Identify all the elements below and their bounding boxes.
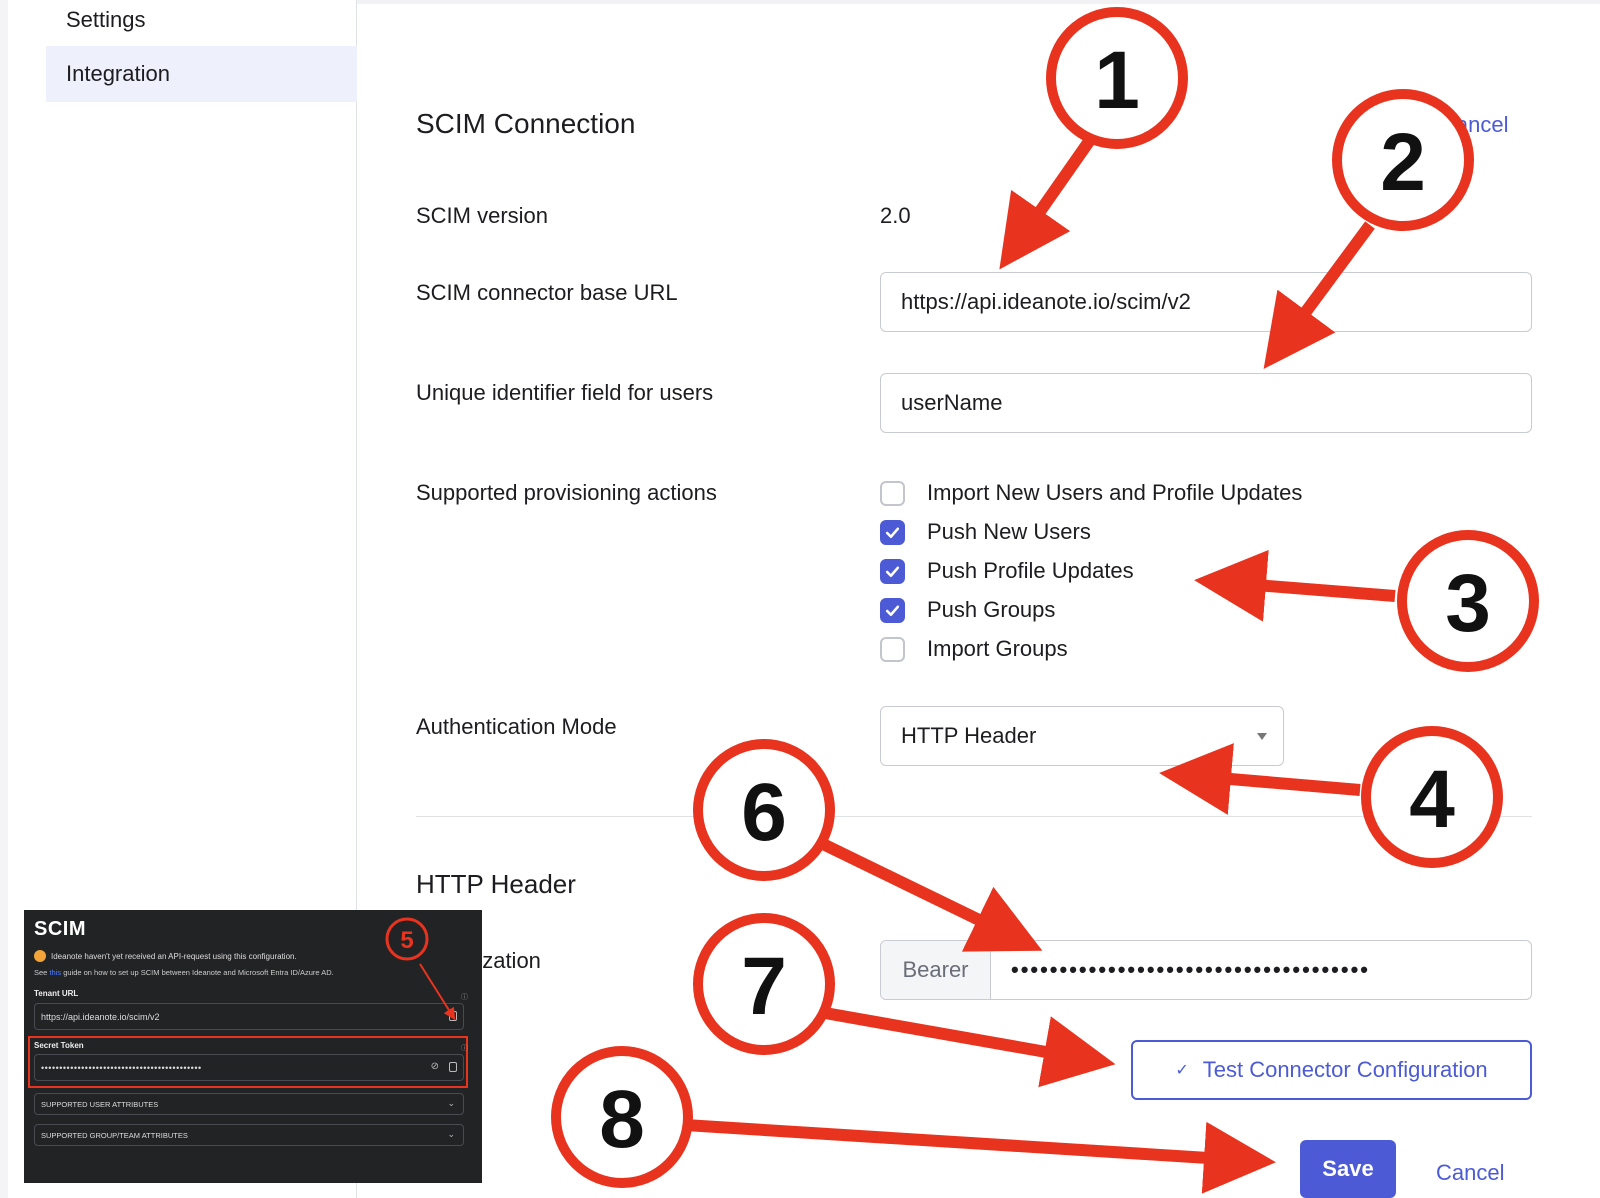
badge-number: 8: [599, 1074, 645, 1165]
badge-number: 3: [1445, 558, 1491, 649]
inset-secret-token-field[interactable]: ••••••••••••••••••••••••••••••••••••••••…: [34, 1054, 464, 1081]
badge-number: 2: [1380, 117, 1426, 208]
token-masked-value[interactable]: •••••••••••••••••••••••••••••••••••••: [1011, 957, 1370, 982]
unique-identifier-input[interactable]: userName: [880, 373, 1532, 433]
test-connector-label: Test Connector Configuration: [1202, 1057, 1488, 1082]
badge-number: 1: [1094, 35, 1140, 126]
sidebar-item-settings[interactable]: Settings: [46, 0, 357, 48]
annotation-badge-8: 8: [551, 1046, 693, 1188]
annotation-badge-4: 4: [1361, 726, 1503, 868]
inset-secret-token-value: ••••••••••••••••••••••••••••••••••••••••…: [41, 1062, 202, 1073]
checkbox-checked[interactable]: [880, 519, 905, 545]
bearer-prefix: Bearer: [881, 941, 991, 999]
inset-guide-prefix: See: [34, 968, 50, 977]
annotation-badge-1: 1: [1046, 7, 1188, 149]
inset-user-attributes-toggle[interactable]: SUPPORTED USER ATTRIBUTES ⌄: [34, 1093, 464, 1115]
chevron-down-icon: ⌄: [447, 1129, 455, 1139]
help-icon: ⓘ: [461, 994, 468, 1001]
inset-scim-logo: SCIM: [34, 918, 86, 940]
inset-group-attributes-toggle[interactable]: SUPPORTED GROUP/TEAM ATTRIBUTES ⌄: [34, 1124, 464, 1146]
provisioning-option-push-groups[interactable]: Push Groups: [880, 595, 1055, 625]
section-divider: [416, 816, 1532, 817]
provisioning-option-import-groups[interactable]: Import Groups: [880, 634, 1068, 664]
provisioning-option-label: Push Profile Updates: [927, 558, 1134, 583]
inset-highlight-box: [28, 1036, 468, 1088]
badge-number: 6: [741, 767, 787, 858]
base-url-value: https://api.ideanote.io/scim/v2: [901, 289, 1191, 314]
annotation-arrow-4: [1159, 743, 1361, 815]
badge-number: 7: [741, 941, 787, 1032]
checkbox-unchecked[interactable]: [880, 480, 905, 506]
annotation-arrow-8: [684, 1119, 1276, 1194]
provisioning-option-label: Import New Users and Profile Updates: [927, 480, 1303, 505]
annotation-arrow-3: [1194, 549, 1396, 622]
inset-secret-token-label: Secret Token: [34, 1041, 84, 1050]
cancel-link-top[interactable]: Cancel: [1440, 112, 1509, 137]
provisioning-actions-label: Supported provisioning actions: [416, 480, 717, 505]
sidebar-item-label: Integration: [66, 61, 170, 86]
annotation-badge-3: 3: [1397, 530, 1539, 672]
provisioning-option-push-profile-updates[interactable]: Push Profile Updates: [880, 556, 1134, 586]
inset-status-text: Ideanote haven't yet received an API-req…: [51, 951, 297, 961]
save-button[interactable]: Save: [1300, 1140, 1396, 1198]
provisioning-option-label: Push Groups: [927, 597, 1056, 622]
check-icon: ✓: [1175, 1062, 1189, 1079]
top-border: [357, 0, 1600, 4]
scim-version-label: SCIM version: [416, 203, 549, 228]
inset-group-attributes-label: SUPPORTED GROUP/TEAM ATTRIBUTES: [41, 1130, 188, 1140]
annotation-arrow-1: [999, 136, 1095, 270]
warning-dot-icon: [34, 950, 46, 962]
chevron-down-icon: ⌄: [447, 1098, 455, 1108]
inset-tenant-url-field[interactable]: https://api.ideanote.io/scim/v2: [34, 1003, 464, 1030]
badge-number: 4: [1409, 754, 1455, 845]
help-icon: ⓘ: [461, 1045, 468, 1052]
provisioning-option-label: Push New Users: [927, 519, 1091, 544]
inset-user-attributes-label: SUPPORTED USER ATTRIBUTES: [41, 1099, 159, 1109]
inset-tenant-url-label: Tenant URL: [34, 989, 79, 998]
checkbox-unchecked[interactable]: [880, 636, 905, 662]
sidebar-edge: [0, 0, 8, 1198]
copy-icon[interactable]: [449, 1011, 457, 1021]
unique-identifier-value: userName: [901, 390, 1003, 415]
checkmark-icon: [885, 605, 900, 616]
checkmark-icon: [885, 527, 900, 538]
checkmark-icon: [885, 566, 900, 577]
base-url-label: SCIM connector base URL: [416, 280, 678, 305]
provisioning-option-push-new-users[interactable]: Push New Users: [880, 517, 1091, 547]
scim-connection-title: SCIM Connection: [416, 108, 636, 139]
annotation-badge-7: 7: [693, 913, 835, 1055]
inset-guide-text: See this guide on how to set up SCIM bet…: [34, 968, 334, 977]
provisioning-option-label: Import Groups: [927, 636, 1068, 661]
scim-inset-panel: SCIM Ideanote haven't yet received an AP…: [24, 910, 482, 1183]
sidebar-item-integration[interactable]: Integration: [46, 46, 357, 102]
inset-guide-suffix: guide on how to set up SCIM between Idea…: [61, 968, 334, 977]
authorization-token-field[interactable]: Bearer •••••••••••••••••••••••••••••••••…: [880, 940, 1532, 1000]
inset-tenant-url-value: https://api.ideanote.io/scim/v2: [41, 1011, 160, 1022]
unique-identifier-label: Unique identifier field for users: [416, 380, 714, 405]
checkbox-checked[interactable]: [880, 558, 905, 584]
cancel-link-bottom[interactable]: Cancel: [1436, 1160, 1505, 1185]
inset-guide-link[interactable]: this: [49, 968, 62, 977]
auth-mode-select[interactable]: HTTP Header: [880, 706, 1284, 766]
inset-status-note: Ideanote haven't yet received an API-req…: [34, 950, 297, 962]
provisioning-option-import-users[interactable]: Import New Users and Profile Updates: [880, 478, 1302, 508]
test-connector-button[interactable]: ✓ Test Connector Configuration: [1131, 1040, 1532, 1100]
copy-icon[interactable]: [449, 1062, 457, 1072]
annotation-arrow-6: [822, 839, 1043, 952]
http-header-title: HTTP Header: [416, 869, 576, 899]
checkbox-checked[interactable]: [880, 597, 905, 623]
annotation-arrow-7: [823, 1007, 1116, 1088]
auth-mode-label: Authentication Mode: [416, 714, 617, 739]
auth-mode-value: HTTP Header: [901, 723, 1037, 748]
base-url-input[interactable]: https://api.ideanote.io/scim/v2: [880, 272, 1532, 332]
chevron-down-icon: [1257, 733, 1267, 740]
scim-version-value: 2.0: [880, 203, 911, 228]
eye-off-icon[interactable]: ⊘: [430, 1061, 439, 1072]
annotation-badge-6: 6: [693, 739, 835, 881]
sidebar-item-label: Settings: [66, 7, 146, 32]
